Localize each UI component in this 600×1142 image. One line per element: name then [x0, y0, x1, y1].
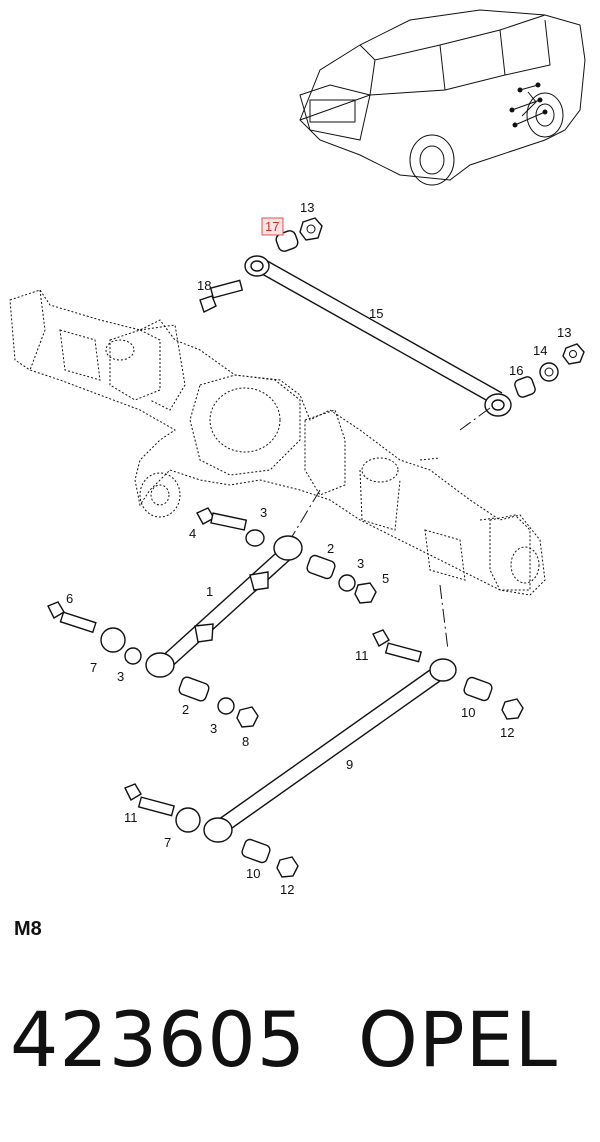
brand-name: OPEL [358, 995, 559, 1084]
callout-8: 8 [242, 734, 249, 749]
callout-11-lower: 11 [124, 810, 138, 825]
callout-10-left: 10 [246, 866, 260, 881]
callout-3-mid: 3 [357, 556, 364, 571]
callout-2-upper: 2 [327, 541, 334, 556]
callout-3-left: 3 [117, 669, 124, 684]
callout-10-right: 10 [461, 705, 475, 720]
callout-13-right: 13 [557, 325, 571, 340]
callout-9: 9 [346, 757, 353, 772]
callout-18: 18 [197, 278, 211, 293]
callout-17: 17 [265, 219, 279, 234]
callout-3-upper: 3 [260, 505, 267, 520]
callout-1: 1 [206, 584, 213, 599]
callout-14: 14 [533, 343, 547, 358]
callout-7-lower: 7 [164, 835, 171, 850]
callout-12-right: 12 [500, 725, 514, 740]
callout-11-upper: 11 [355, 648, 369, 663]
part-number: 423605 [10, 995, 307, 1084]
callout-13-top: 13 [300, 200, 314, 215]
lower-control-rod-1 [47, 507, 377, 728]
callout-6: 6 [66, 591, 73, 606]
callout-12-left: 12 [280, 882, 294, 897]
callout-3-lower: 3 [210, 721, 217, 736]
rear-axle-housing [9, 289, 546, 596]
exploded-parts-diagram: 17 13 18 15 13 14 16 4 3 2 3 5 1 6 7 3 2… [9, 9, 586, 897]
callout-4: 4 [189, 526, 196, 541]
vehicle-illustration [299, 9, 586, 186]
callout-2-lower: 2 [182, 702, 189, 717]
callout-7-upper: 7 [90, 660, 97, 675]
callout-16: 16 [509, 363, 523, 378]
callout-15: 15 [369, 306, 383, 321]
diagram-code-label: M8 [14, 918, 42, 940]
upper-control-rod [199, 217, 585, 417]
callout-5: 5 [382, 571, 389, 586]
callout-17-highlight [261, 217, 284, 236]
lower-control-rod-9 [124, 629, 524, 878]
